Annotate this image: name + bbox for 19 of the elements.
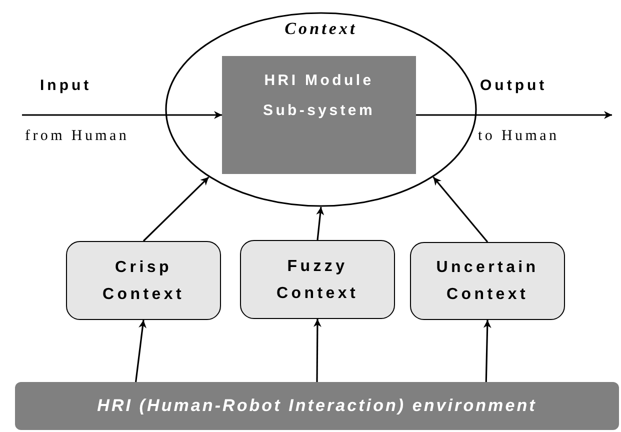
flow-label: to Human bbox=[478, 127, 560, 146]
arrow bbox=[142, 176, 210, 242]
context-box: Uncertain Context bbox=[410, 242, 565, 320]
arrow bbox=[483, 320, 492, 382]
module-box: HRI Module Sub-system bbox=[222, 56, 416, 174]
context-ellipse bbox=[165, 12, 477, 207]
arrow bbox=[316, 206, 324, 240]
arrow bbox=[432, 176, 488, 243]
flow-label: Input bbox=[40, 76, 92, 96]
arrow bbox=[22, 111, 222, 119]
arrow bbox=[313, 319, 322, 382]
arrow bbox=[135, 320, 146, 382]
environment-bar: HRI (Human-Robot Interaction) environment bbox=[15, 382, 619, 430]
context-box: Fuzzy Context bbox=[240, 240, 395, 319]
context-box: Crisp Context bbox=[66, 241, 221, 320]
flow-label: Output bbox=[480, 76, 548, 96]
arrow bbox=[416, 111, 612, 119]
ellipse-title: Context bbox=[284, 18, 358, 40]
flow-label: from Human bbox=[25, 127, 130, 146]
